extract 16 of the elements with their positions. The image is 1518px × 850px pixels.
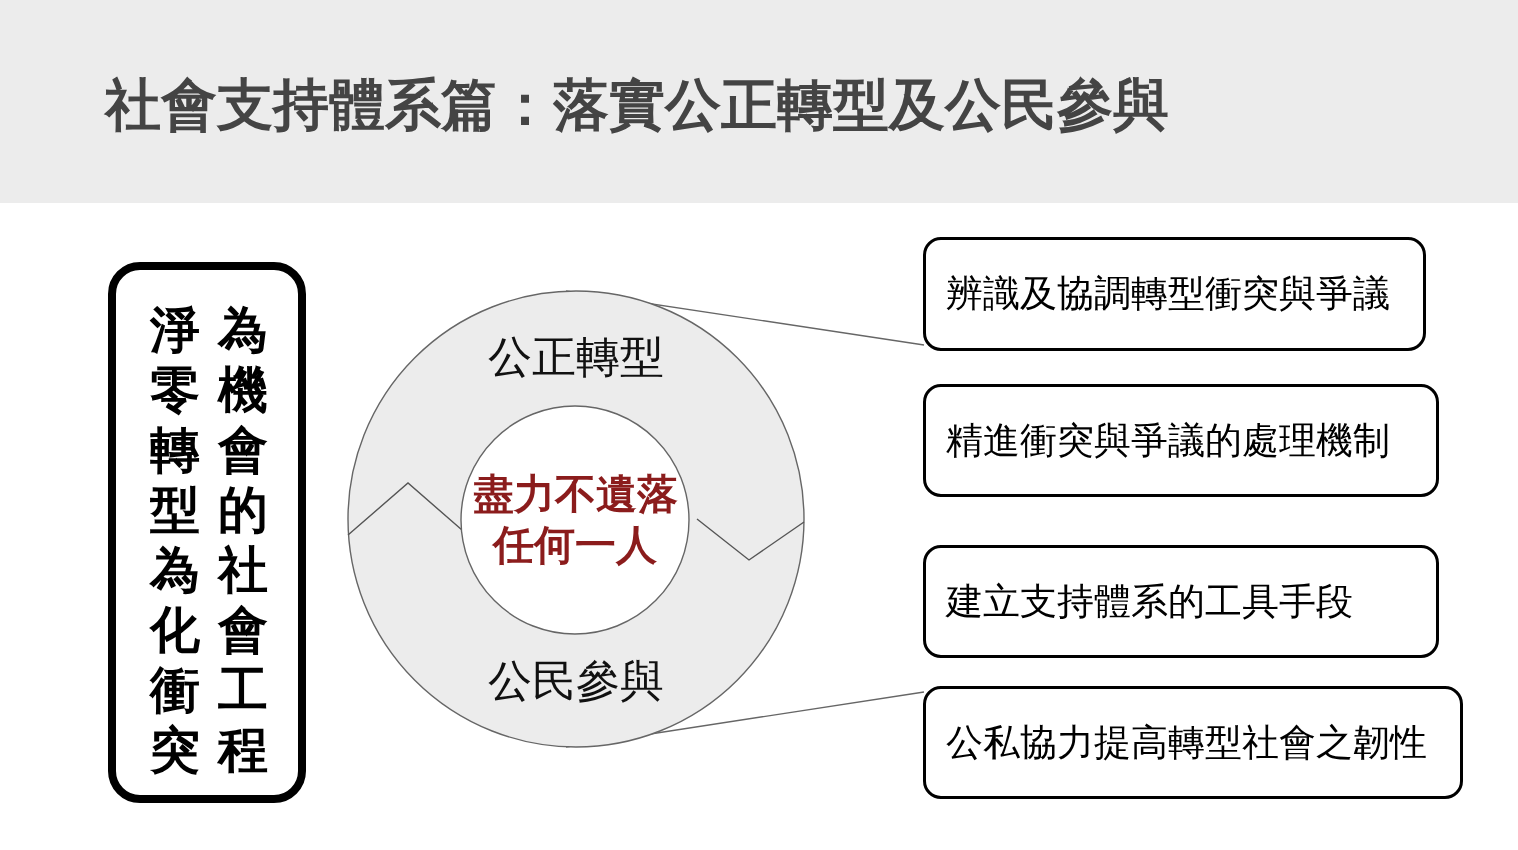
inner-circle (460, 405, 690, 635)
slide-title: 社會支持體系篇：落實公正轉型及公民參與 (105, 71, 1169, 139)
action-text: 公私協力提高轉型社會之韌性 (946, 719, 1427, 766)
action-box (923, 237, 1426, 351)
outer-ring (347, 290, 805, 748)
action-text: 精進衝突與爭議的處理機制 (946, 417, 1390, 464)
ring-label: 公民參與 (488, 654, 664, 708)
vertical-text: 淨零轉型為化衝突為機會的社會工程 (150, 300, 268, 780)
action-text: 辨識及協調轉型衝突與爭議 (946, 271, 1390, 317)
action-box (923, 686, 1463, 799)
action-box (923, 545, 1439, 658)
center-text: 盡力不遺落任何一人 (471, 469, 679, 571)
statement-box (108, 262, 306, 803)
action-text: 建立支持體系的工具手段 (946, 578, 1353, 625)
ring-label: 公正轉型 (488, 330, 664, 384)
action-box (923, 384, 1439, 497)
